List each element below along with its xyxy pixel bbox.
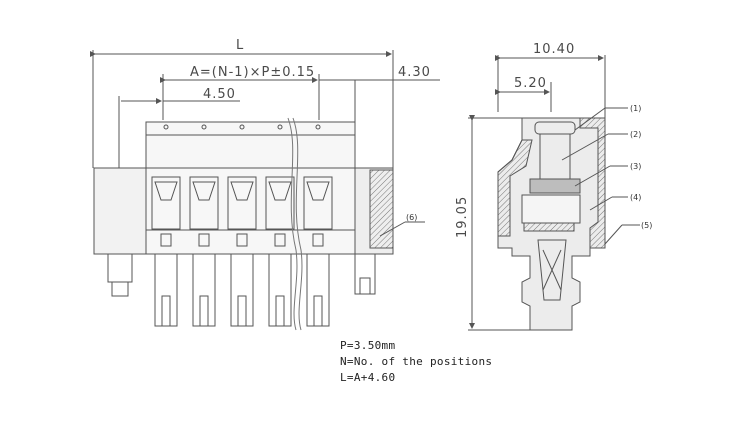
callout-6: (6)	[406, 213, 417, 222]
label-side-half: 5.20	[514, 76, 547, 91]
callout-2: (2)	[630, 130, 641, 139]
label-overall-length: L	[236, 38, 244, 53]
label-pitch-formula: A=(N-1)×P±0.15	[190, 65, 315, 80]
callout-4: (4)	[630, 193, 641, 202]
label-right-offset: 4.30	[398, 65, 431, 80]
side-view	[468, 55, 640, 331]
front-view	[90, 50, 440, 331]
dimension-l	[90, 50, 394, 168]
pin-pockets	[151, 124, 333, 327]
callout-3: (3)	[630, 162, 641, 171]
note-positions: N=No. of the positions	[340, 355, 493, 368]
label-side-height: 19.05	[455, 196, 470, 238]
dimension-4-50	[118, 96, 240, 170]
note-length: L=A+4.60	[340, 371, 396, 384]
label-side-depth: 10.40	[533, 42, 575, 57]
note-pitch: P=3.50mm	[340, 339, 396, 352]
label-left-offset: 4.50	[203, 87, 236, 102]
callout-5: (5)	[641, 221, 652, 230]
dimension-a	[160, 74, 440, 120]
callout-1: (1)	[630, 104, 641, 113]
